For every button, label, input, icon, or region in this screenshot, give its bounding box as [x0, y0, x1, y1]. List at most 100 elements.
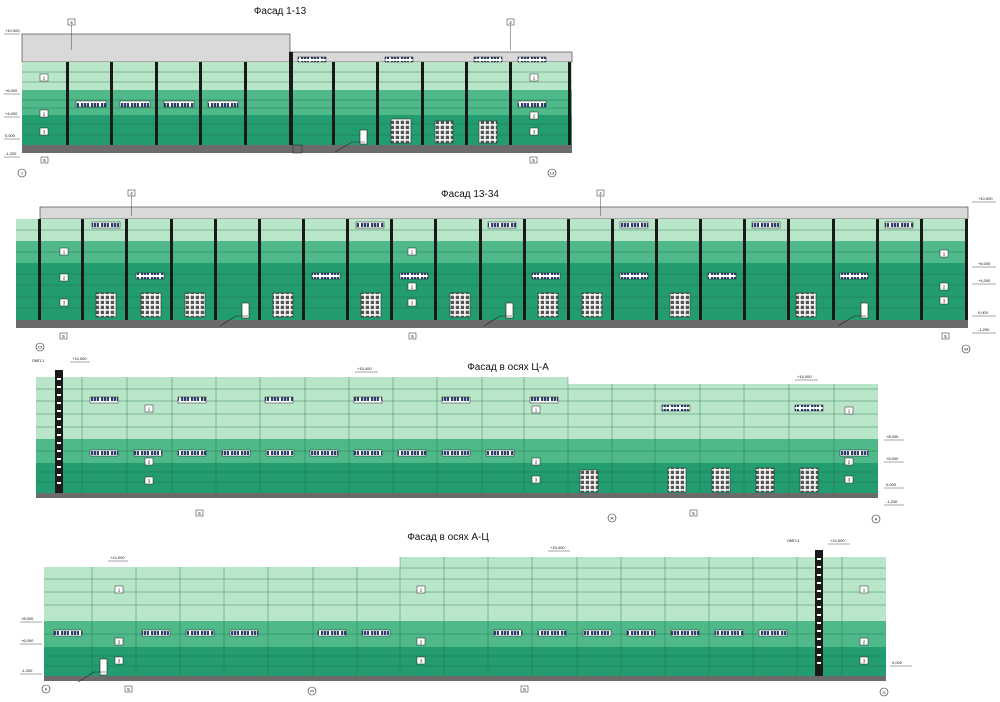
svg-text:2: 2 [43, 112, 46, 117]
svg-text:2: 2 [148, 460, 151, 465]
svg-text:-1,200: -1,200 [21, 668, 33, 673]
svg-text:3: 3 [863, 659, 866, 664]
plinth [22, 145, 572, 153]
svg-text:2: 2 [118, 640, 121, 645]
svg-text:+4,000: +4,000 [5, 111, 18, 116]
window-row [75, 56, 547, 108]
svg-text:4: 4 [130, 191, 133, 196]
svg-text:0,000: 0,000 [5, 133, 16, 138]
svg-text:+15,400: +15,400 [357, 366, 372, 371]
svg-text:13: 13 [38, 345, 43, 350]
svg-text:5: 5 [43, 158, 46, 163]
svg-text:1: 1 [863, 588, 866, 593]
svg-text:2: 2 [411, 285, 414, 290]
svg-text:+6,000: +6,000 [21, 638, 34, 643]
svg-text:1: 1 [21, 171, 24, 176]
svg-text:+4,000: +4,000 [978, 278, 991, 283]
level-marks [4, 33, 20, 158]
svg-text:3: 3 [148, 479, 151, 484]
svg-text:Ж: Ж [610, 516, 614, 521]
svg-text:1: 1 [943, 252, 946, 257]
svg-text:+14,000: +14,000 [110, 555, 125, 560]
svg-text:3: 3 [943, 299, 946, 304]
facade-title: Фасад 13-34 [441, 189, 499, 200]
svg-text:0,000: 0,000 [892, 660, 903, 665]
svg-text:5: 5 [411, 334, 414, 339]
svg-text:+10,000: +10,000 [978, 196, 993, 201]
svg-text:3: 3 [533, 130, 536, 135]
svg-text:0,000: 0,000 [886, 482, 897, 487]
svg-text:34: 34 [964, 347, 969, 352]
svg-text:1: 1 [148, 407, 151, 412]
facade-title: Фасад в осях Ц-А [467, 362, 549, 373]
axis-markers: 1 13 [17, 168, 557, 178]
svg-text:2: 2 [848, 460, 851, 465]
svg-text:+14,000: +14,000 [830, 538, 845, 543]
facade-1-13: Фасад 1-13 [4, 6, 573, 178]
gates [292, 118, 498, 154]
wall-band-light [22, 62, 572, 90]
svg-text:-1,200: -1,200 [5, 151, 17, 156]
svg-text:+14,000: +14,000 [797, 374, 812, 379]
svg-text:А: А [875, 517, 878, 522]
svg-text:5: 5 [944, 334, 947, 339]
svg-text:2: 2 [420, 640, 423, 645]
svg-text:13: 13 [550, 171, 555, 176]
roof-parapet [21, 33, 291, 63]
columns [66, 52, 571, 145]
svg-text:+8,000: +8,000 [21, 616, 34, 621]
svg-text:4: 4 [509, 20, 512, 25]
svg-text:+15,400: +15,400 [550, 545, 565, 550]
svg-text:1: 1 [411, 250, 414, 255]
svg-text:+6,000: +6,000 [5, 88, 18, 93]
svg-text:3: 3 [118, 659, 121, 664]
svg-text:1: 1 [533, 76, 536, 81]
svg-text:ЛМП-3: ЛМП-3 [787, 538, 800, 543]
svg-text:3: 3 [535, 478, 538, 483]
svg-text:3: 3 [848, 478, 851, 483]
facade-13-34: Фасад 13-34 [16, 189, 996, 354]
svg-text:5: 5 [62, 334, 65, 339]
svg-text:2: 2 [863, 640, 866, 645]
element-tags: 1 2 3 1 2 3 5 5 4 4 [39, 18, 539, 164]
svg-text:5: 5 [198, 511, 201, 516]
svg-text:3: 3 [43, 130, 46, 135]
svg-text:5: 5 [692, 511, 695, 516]
svg-text:3: 3 [411, 301, 414, 306]
svg-text:1: 1 [118, 588, 121, 593]
wall-band-mid [22, 90, 572, 115]
facade-title: Фасад в осях А-Ц [407, 532, 489, 543]
svg-text:5: 5 [127, 687, 130, 692]
svg-text:ЛМП-1: ЛМП-1 [32, 358, 45, 363]
svg-text:2: 2 [535, 460, 538, 465]
svg-text:4: 4 [599, 191, 602, 196]
svg-text:0,000: 0,000 [978, 310, 989, 315]
svg-text:-1,200: -1,200 [886, 499, 898, 504]
svg-text:5: 5 [523, 687, 526, 692]
svg-text:1: 1 [535, 408, 538, 413]
svg-text:+14,000: +14,000 [72, 356, 87, 361]
facade-a-ts: Фасад в осях А-Ц ЛМП-3 [20, 532, 912, 697]
svg-text:М: М [310, 689, 313, 694]
svg-text:+5,000: +5,000 [886, 456, 899, 461]
svg-text:2: 2 [63, 276, 66, 281]
svg-text:2: 2 [943, 285, 946, 290]
svg-text:А: А [45, 687, 48, 692]
svg-text:1: 1 [43, 76, 46, 81]
svg-text:5: 5 [532, 158, 535, 163]
facade-ts-a: Фасад в осях Ц-А ЛМП-1 [32, 356, 904, 524]
svg-text:+6,000: +6,000 [978, 261, 991, 266]
svg-text:+10,000: +10,000 [5, 28, 20, 33]
svg-text:4: 4 [70, 20, 73, 25]
svg-text:3: 3 [63, 301, 66, 306]
svg-text:-1,200: -1,200 [978, 327, 990, 332]
svg-text:2: 2 [533, 114, 536, 119]
svg-text:3: 3 [420, 659, 423, 664]
svg-text:Ц: Ц [883, 690, 886, 695]
svg-text:+8,000: +8,000 [886, 434, 899, 439]
svg-text:1: 1 [420, 588, 423, 593]
svg-text:1: 1 [848, 409, 851, 414]
facade-title: Фасад 1-13 [254, 6, 307, 17]
svg-text:1: 1 [63, 250, 66, 255]
